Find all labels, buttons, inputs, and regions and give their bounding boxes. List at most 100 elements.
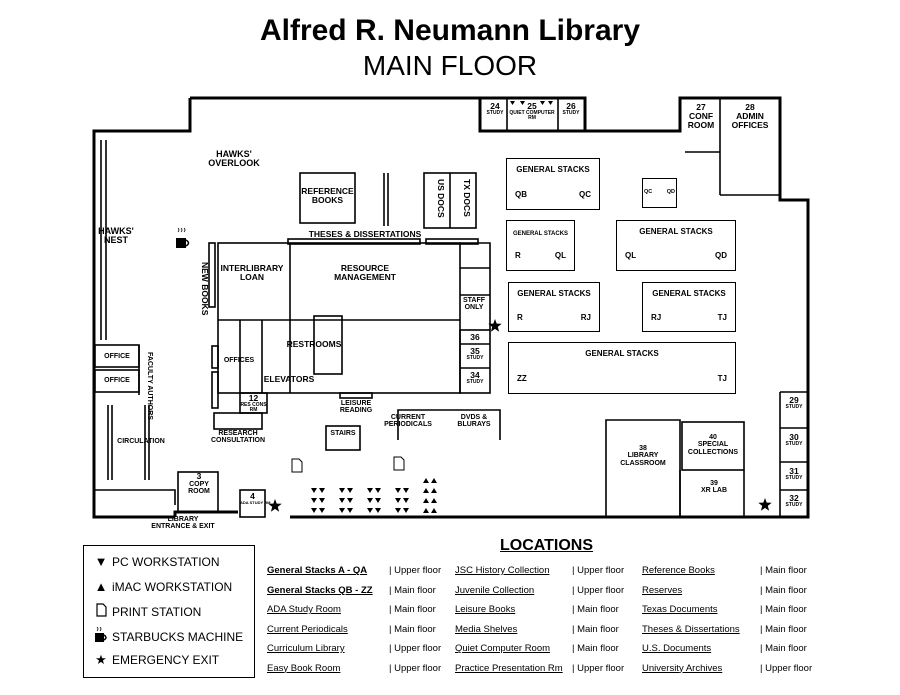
pc-workstation-icon bbox=[339, 488, 345, 493]
location-floor: | Main floor bbox=[572, 623, 619, 635]
location-row: University Archives| Upper floor bbox=[642, 663, 812, 674]
location-row: General Stacks QB - ZZ| Main floor bbox=[267, 584, 436, 596]
starbucks-machine-icon bbox=[90, 626, 112, 646]
location-row: Quiet Computer Room| Main floor bbox=[455, 643, 619, 654]
stack-title: GENERAL STACKS bbox=[516, 165, 590, 174]
general-stacks-r-rj: GENERAL STACKS R RJ bbox=[508, 282, 600, 332]
pc-workstation-icon bbox=[395, 498, 401, 503]
location-floor: | Main floor bbox=[389, 623, 436, 635]
location-name: ADA Study Room bbox=[267, 604, 341, 615]
location-name: JSC History Collection bbox=[455, 565, 550, 576]
location-row: Media Shelves| Main floor bbox=[455, 624, 619, 635]
imac-workstation-icon bbox=[423, 498, 429, 503]
location-floor: | Upper floor bbox=[572, 662, 625, 674]
reference-books: REFERENCE BOOKS bbox=[301, 186, 354, 205]
location-name: Quiet Computer Room bbox=[455, 643, 551, 654]
location-name: Current Periodicals bbox=[267, 623, 348, 635]
stack-to: TJ bbox=[717, 313, 727, 322]
location-row: Theses & Dissertations| Main floor bbox=[642, 623, 807, 635]
research-consultation: RESEARCH CONSULTATION bbox=[210, 430, 266, 445]
general-stacks-qb-qc: GENERAL STACKS QB QC bbox=[506, 158, 600, 210]
pc-workstation-icon bbox=[395, 508, 401, 513]
imac-workstation-icon bbox=[431, 488, 437, 493]
pc-workstation-icon bbox=[339, 508, 345, 513]
stack-to: TJ bbox=[717, 374, 727, 383]
library-entrance-exit: LIBRARY ENTRANCE & EXIT bbox=[151, 516, 215, 531]
faculty-authors: FACULTY AUTHORS bbox=[146, 352, 153, 420]
location-floor: | Main floor bbox=[760, 584, 807, 596]
emergency-exit-icon: ★ bbox=[95, 652, 107, 667]
location-floor: | Upper floor bbox=[389, 565, 442, 576]
pc-workstation-icon bbox=[347, 488, 353, 493]
hawks-overlook: HAWKS' OVERLOOK bbox=[208, 149, 260, 169]
circulation: CIRCULATION bbox=[117, 438, 165, 445]
location-floor: | Main floor bbox=[760, 565, 807, 576]
offices: OFFICES bbox=[223, 357, 255, 364]
pc-workstation-icon bbox=[319, 488, 325, 493]
stack-from: QB bbox=[515, 190, 527, 199]
leisure-reading: LEISURE READING bbox=[339, 400, 373, 415]
location-floor: | Main floor bbox=[389, 604, 436, 615]
print-station-icon bbox=[90, 603, 112, 620]
stack-title: GENERAL STACKS bbox=[652, 289, 726, 298]
legend-starbucks: STARBUCKS MACHINE bbox=[90, 626, 243, 646]
imac-workstation-icon: ▲ bbox=[94, 579, 108, 594]
pc-workstation-icon bbox=[403, 498, 409, 503]
location-name: Easy Book Room bbox=[267, 662, 341, 674]
location-floor: | Upper floor bbox=[760, 662, 813, 674]
stack-to: QC bbox=[579, 190, 591, 199]
location-floor: | Main floor bbox=[760, 604, 807, 615]
location-name: Leisure Books bbox=[455, 604, 516, 615]
legend-pc: ▼PC WORKSTATION bbox=[90, 554, 220, 569]
imac-workstation-icon bbox=[431, 498, 437, 503]
location-row: U.S. Documents| Main floor bbox=[642, 643, 807, 654]
location-name: Theses & Dissertations bbox=[642, 623, 740, 635]
pc-workstation-icon bbox=[311, 508, 317, 513]
pc-workstation-icon bbox=[339, 498, 345, 503]
stack-from: R bbox=[517, 313, 523, 322]
resource-management: RESOURCE MANAGEMENT bbox=[334, 263, 396, 282]
location-row: ADA Study Room | Main floor bbox=[267, 604, 436, 615]
pc-workstation-icon bbox=[311, 488, 317, 493]
stack-to: QD bbox=[715, 251, 727, 260]
print-station-icon bbox=[291, 456, 405, 473]
location-row: Practice Presentation Rm | Upper floor bbox=[455, 662, 624, 674]
location-floor: | Upper floor bbox=[389, 643, 442, 654]
staff-only: STAFF ONLY bbox=[462, 297, 486, 312]
location-name: General Stacks QB - ZZ bbox=[267, 584, 373, 596]
location-name: Practice Presentation Rm bbox=[455, 662, 563, 674]
pc-workstation-icon bbox=[319, 508, 325, 513]
pc-workstation-icon bbox=[347, 498, 353, 503]
location-row: JSC History Collection| Upper floor bbox=[455, 565, 624, 576]
location-floor: | Upper floor bbox=[572, 584, 625, 596]
stack-from: QL bbox=[625, 251, 637, 260]
pc-workstation-icon bbox=[347, 508, 353, 513]
location-name: General Stacks A - QA bbox=[267, 565, 368, 576]
stairs: STAIRS bbox=[330, 430, 356, 437]
location-row: Easy Book Room| Upper floor bbox=[267, 662, 441, 674]
pc-workstation-icon bbox=[367, 498, 373, 503]
pc-workstation-icon bbox=[403, 488, 409, 493]
legend-exit: ★EMERGENCY EXIT bbox=[90, 652, 219, 668]
pc-workstation-icon bbox=[510, 101, 553, 105]
imac-workstation-icon bbox=[431, 508, 437, 513]
stack-title: GENERAL STACKS bbox=[639, 227, 713, 236]
restrooms: RESTROOMS bbox=[286, 339, 342, 349]
imac-workstation-icon bbox=[423, 478, 437, 513]
pc-workstation-icon bbox=[403, 508, 409, 513]
stack-from: QC bbox=[644, 189, 653, 195]
location-row: Curriculum Library| Upper floor bbox=[267, 643, 441, 654]
location-row: Texas Documents| Main floor bbox=[642, 604, 807, 615]
imac-workstation-icon bbox=[431, 478, 437, 483]
location-row: General Stacks A - QA | Upper floor bbox=[267, 565, 441, 576]
